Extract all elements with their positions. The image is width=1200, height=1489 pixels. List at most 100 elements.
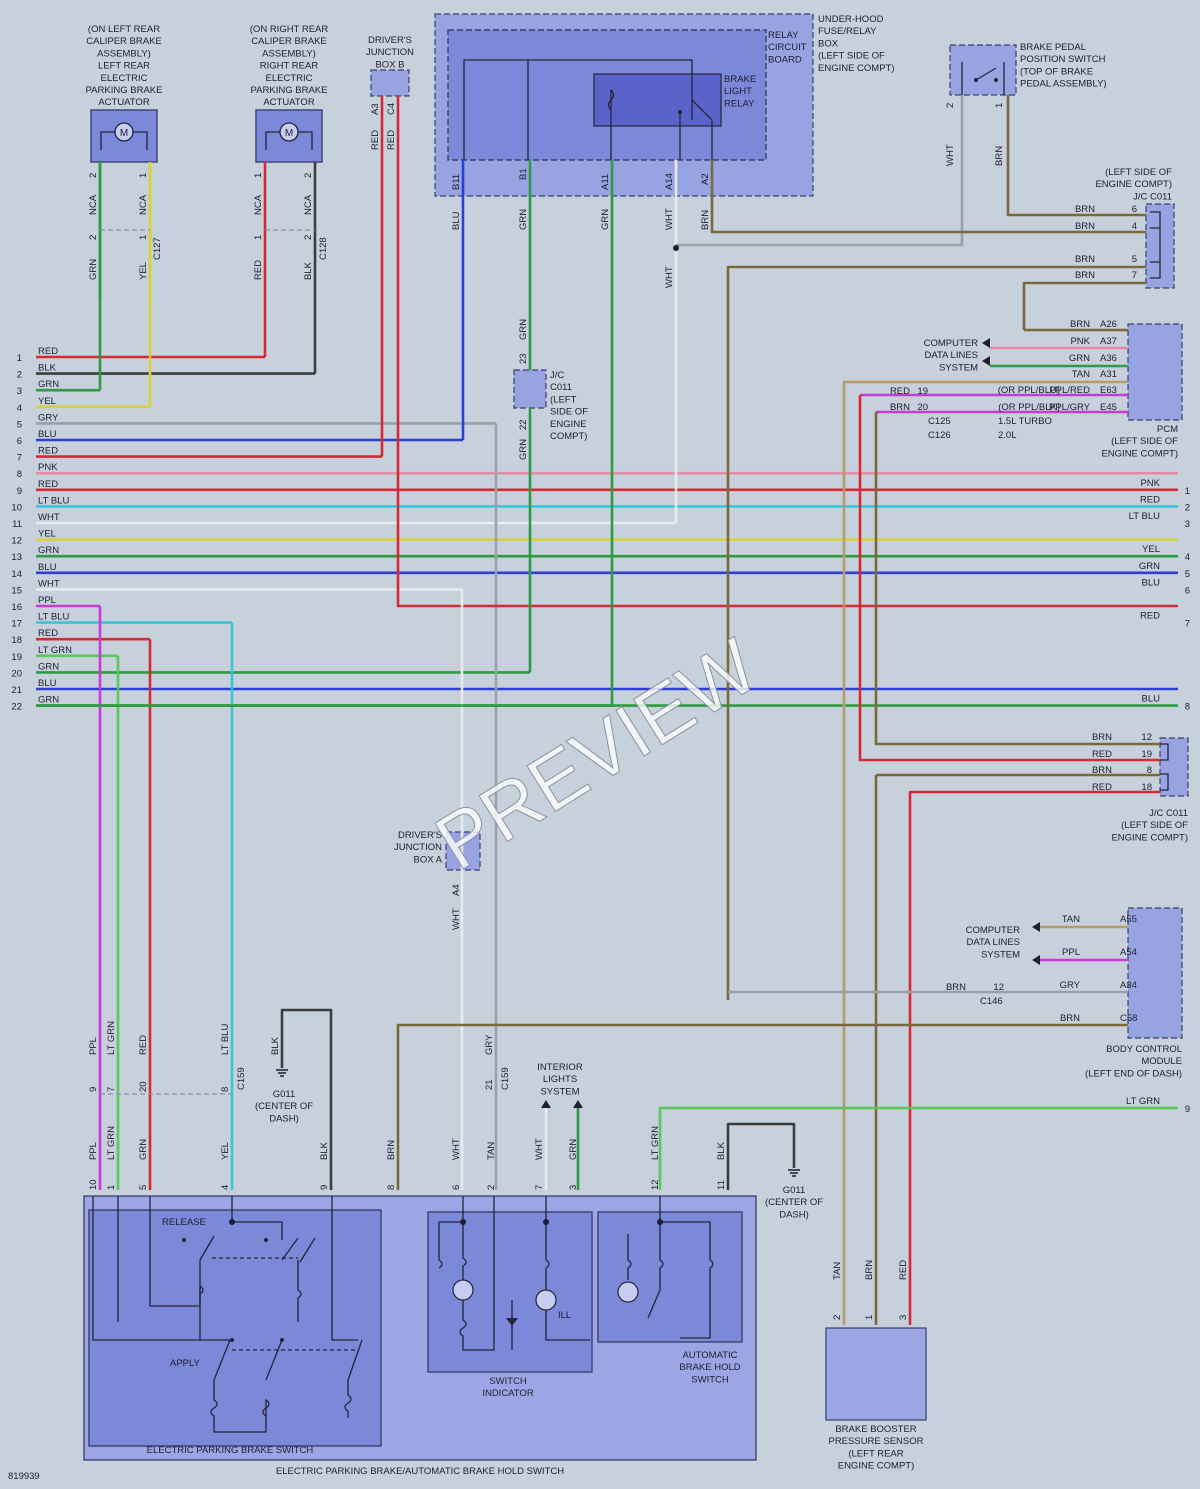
pin-label: PNK [1070, 336, 1090, 347]
jc-mid-label-line: SIDE OF [550, 407, 588, 418]
pin-label: 18 [1141, 782, 1152, 793]
pin-label: BRN [890, 402, 910, 413]
jc-top-label-line: (LEFT SIDE OF [1105, 167, 1172, 178]
splice-dot [673, 245, 679, 251]
computer-data-label-line: COMPUTER [966, 925, 1021, 936]
pin-number: 4 [220, 1185, 231, 1190]
pin-number: A11 [600, 174, 611, 190]
wire-color-label: LT GRN [106, 1126, 117, 1160]
wire-color-label: WHT [945, 144, 956, 166]
wire [396, 1023, 1128, 1190]
pin-label: 20 [917, 402, 928, 413]
underhood-label-line: (LEFT SIDE OF [818, 51, 885, 62]
harness-color-label: RED [38, 346, 58, 357]
lr-actuator-label-line: PARKING BRAKE [86, 85, 163, 96]
brake-booster-pressure-sensor [825, 1327, 927, 1421]
harness-color-label: GRN [38, 379, 59, 390]
harness-pin: 19 [11, 652, 22, 663]
wire-color-label: GRY [484, 1034, 495, 1055]
pin-label: C58 [1120, 1013, 1137, 1024]
computer-data-label-line: COMPUTER [924, 338, 979, 349]
harness-pin: 13 [11, 552, 22, 563]
pin-number: 2 [303, 235, 314, 240]
pin-label: (OR PPL/BLU) [998, 385, 1060, 396]
right-harness-color-label: BLU [1142, 694, 1161, 705]
jc-top-label-line: J/C C011 [1133, 191, 1172, 202]
pin-number: 21 [484, 1079, 495, 1090]
pin-label: 5 [1132, 254, 1137, 265]
brake-relay-label-line: LIGHT [724, 86, 752, 97]
harness-pin: 10 [11, 502, 22, 513]
jc-mid-label-line: COMPT) [550, 431, 587, 442]
brake-booster-label-line: ENGINE COMPT) [838, 1461, 915, 1472]
rr-actuator-label-line: PARKING BRAKE [251, 85, 328, 96]
wire-color-label: RED [138, 1035, 149, 1055]
pcm [1127, 323, 1183, 421]
jc-right-label-line: J/C C011 [1149, 808, 1188, 819]
pedal-switch-label-line: PEDAL ASSEMBLY) [1020, 79, 1107, 90]
pin-label: BRN [1075, 204, 1095, 215]
wire-color-label: YEL [220, 1142, 231, 1160]
harness-color-label: BLU [38, 562, 57, 573]
pin-label: (OR PPL/BLK) [998, 402, 1060, 413]
pin-number: 9 [319, 1185, 330, 1190]
lr-actuator-label-line: (ON LEFT REAR [88, 24, 160, 35]
right-harness-color-label: RED [1140, 611, 1160, 622]
harness-pin: 16 [11, 602, 22, 613]
splice-dot [460, 1219, 466, 1225]
arrow-icon [982, 356, 990, 366]
wire-color-label: WHT [451, 1138, 462, 1160]
epb-abh-label: ELECTRIC PARKING BRAKE/AUTOMATIC BRAKE H… [276, 1466, 564, 1477]
djb-a-label-line: BOX A [413, 854, 442, 865]
pin-label: RED [1092, 782, 1112, 793]
right-harness-pin: 4 [1185, 552, 1190, 563]
wire [726, 1122, 796, 1190]
drivers-junction-box-b [370, 69, 410, 97]
wire-color-label: C159 [236, 1067, 247, 1090]
connector-label: C126 [928, 430, 951, 441]
ground-label-line: G011 [273, 1089, 296, 1100]
right-harness-pin: 3 [1185, 519, 1190, 530]
abh-switch-label-line: BRAKE HOLD [679, 1362, 740, 1373]
jc-mid-label-line: (LEFT [550, 394, 577, 405]
djb-b-label-line: BOX B [375, 59, 404, 70]
right-harness-color-label: PNK [1140, 478, 1160, 489]
wire-color-label: BLK [270, 1036, 281, 1055]
right-rear-actuator: M [255, 109, 323, 163]
harness-color-label: GRY [38, 412, 59, 423]
automatic-brake-hold-switch [597, 1211, 743, 1343]
pin-number: 8 [220, 1087, 231, 1092]
relay-board-label-line: CIRCUIT [768, 42, 807, 53]
harness-color-label: LT BLU [38, 612, 69, 623]
pin-number: 1 [864, 1315, 875, 1320]
underhood-label-line: BOX [818, 38, 839, 49]
splice-dot [657, 1219, 663, 1225]
ground-label-line: (CENTER OF [255, 1101, 313, 1112]
pin-label: E63 [1100, 385, 1117, 396]
pin-label: PPL/RED [1049, 385, 1090, 396]
pin-number: C4 [386, 103, 397, 115]
release-label: RELEASE [162, 1217, 206, 1228]
diagram-id: 819939 [8, 1471, 40, 1482]
wire-color-label: NCA [88, 194, 99, 215]
pedal-switch-label-line: POSITION SWITCH [1020, 54, 1106, 65]
pin-number: 2 [303, 173, 314, 178]
pin-label: PPL [1062, 947, 1080, 958]
wire [280, 1008, 333, 1190]
harness-labels: 1RED2BLK3GRN4YEL5GRY6BLU7RED8PNK9RED10LT… [11, 346, 1190, 1115]
pin-label: BRN [1060, 1013, 1080, 1024]
switch-indicator-label-line: INDICATOR [482, 1388, 534, 1399]
pin-label: 12 [993, 982, 1004, 993]
pin-number: 8 [386, 1185, 397, 1190]
splice-dot [543, 1219, 549, 1225]
pin-number: 9 [88, 1087, 99, 1092]
pin-number: B1 [518, 168, 529, 180]
wire-color-label: BRN [864, 1260, 875, 1280]
